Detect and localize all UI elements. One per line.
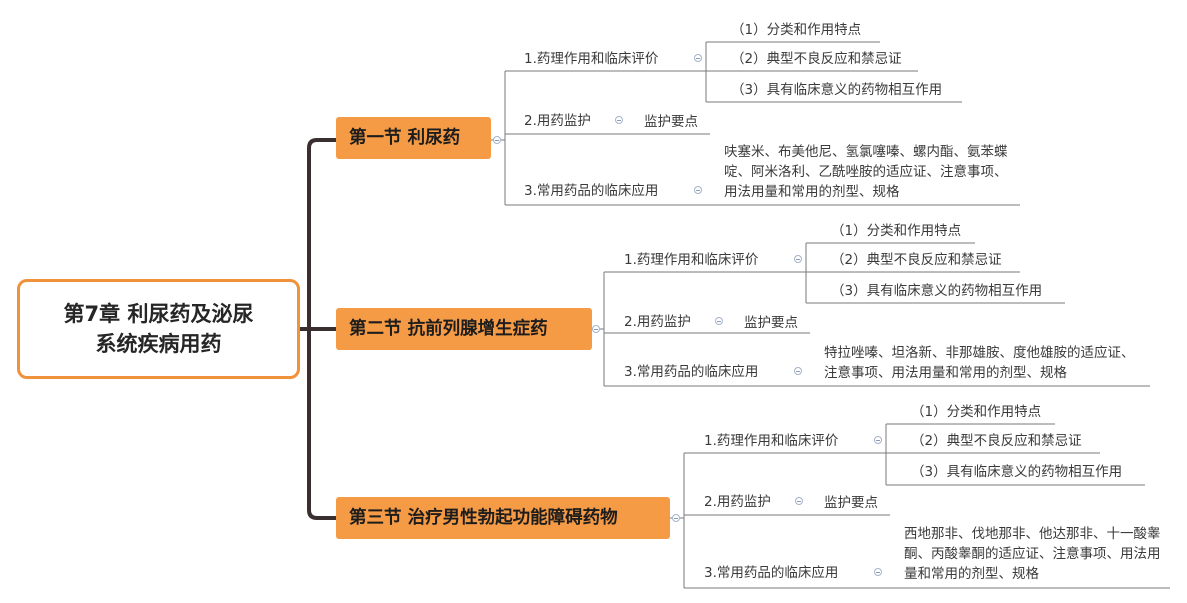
section-3-topic[interactable]: 第三节 治疗男性勃起功能障碍药物 <box>336 497 670 539</box>
s3-item1-sub1[interactable]: （1）分类和作用特点 <box>911 404 1042 420</box>
collapse-icon[interactable] <box>715 317 723 325</box>
s3-item3-detail[interactable]: 西地那非、伐地那非、他达那非、十一酸睾酮、丙酸睾酮的适应证、注意事项、用法用量和… <box>904 526 1161 582</box>
s3-item1-sub2[interactable]: （2）典型不良反应和禁忌证 <box>911 433 1082 449</box>
root-title-line2: 系统疾病用药 <box>95 332 222 356</box>
s3-item2-label[interactable]: 2.用药监护 <box>704 494 771 510</box>
collapse-icon[interactable] <box>874 436 882 444</box>
collapse-icon[interactable] <box>694 54 702 62</box>
s1-item3-detail[interactable]: 呋塞米、布美他尼、氢氯噻嗪、螺内酯、氨苯蝶啶、阿米洛利、乙酰唑胺的适应证、注意事… <box>724 144 1008 200</box>
s1-item2-label[interactable]: 2.用药监护 <box>524 113 591 129</box>
root-topic[interactable]: 第7章 利尿药及泌尿 系统疾病用药 <box>17 279 300 379</box>
s2-item3-label[interactable]: 3.常用药品的临床应用 <box>624 364 759 380</box>
collapse-icon[interactable] <box>794 255 802 263</box>
collapse-icon[interactable] <box>874 568 882 576</box>
collapse-icon[interactable] <box>795 497 803 505</box>
s1-item1-label[interactable]: 1.药理作用和临床评价 <box>524 51 659 67</box>
section-1-topic[interactable]: 第一节 利尿药 <box>336 117 491 159</box>
collapse-icon[interactable] <box>694 186 702 194</box>
collapse-icon[interactable] <box>672 514 680 522</box>
s2-item1-sub1[interactable]: （1）分类和作用特点 <box>831 223 962 239</box>
s2-item2-label[interactable]: 2.用药监护 <box>624 314 691 330</box>
s1-item1-sub1[interactable]: （1）分类和作用特点 <box>731 22 862 38</box>
collapse-icon[interactable] <box>794 367 802 375</box>
s3-item3-label[interactable]: 3.常用药品的临床应用 <box>704 565 839 581</box>
s2-item1-sub2[interactable]: （2）典型不良反应和禁忌证 <box>831 252 1002 268</box>
root-title-line1: 第7章 利尿药及泌尿 <box>63 302 254 326</box>
s2-item3-detail[interactable]: 特拉唑嗪、坦洛新、非那雄胺、度他雄胺的适应证、注意事项、用法用量和常用的剂型、规… <box>824 345 1135 381</box>
s3-item2-detail[interactable]: 监护要点 <box>824 495 878 511</box>
s2-item1-sub3[interactable]: （3）具有临床意义的药物相互作用 <box>831 283 1043 299</box>
s1-item1-sub3[interactable]: （3）具有临床意义的药物相互作用 <box>731 82 943 98</box>
collapse-icon[interactable] <box>615 116 623 124</box>
s2-item2-detail[interactable]: 监护要点 <box>744 315 798 331</box>
s2-item1-label[interactable]: 1.药理作用和临床评价 <box>624 252 759 268</box>
s1-item3-label[interactable]: 3.常用药品的临床应用 <box>524 183 659 199</box>
s3-item1-label[interactable]: 1.药理作用和临床评价 <box>704 433 839 449</box>
s3-item1-sub3[interactable]: （3）具有临床意义的药物相互作用 <box>911 464 1123 480</box>
section-2-topic[interactable]: 第二节 抗前列腺增生症药 <box>336 308 592 350</box>
s1-item2-detail[interactable]: 监护要点 <box>644 114 698 130</box>
collapse-icon[interactable] <box>592 325 600 333</box>
root-trunk <box>298 138 338 520</box>
s1-item1-sub2[interactable]: （2）典型不良反应和禁忌证 <box>731 51 902 67</box>
collapse-icon[interactable] <box>493 136 501 144</box>
